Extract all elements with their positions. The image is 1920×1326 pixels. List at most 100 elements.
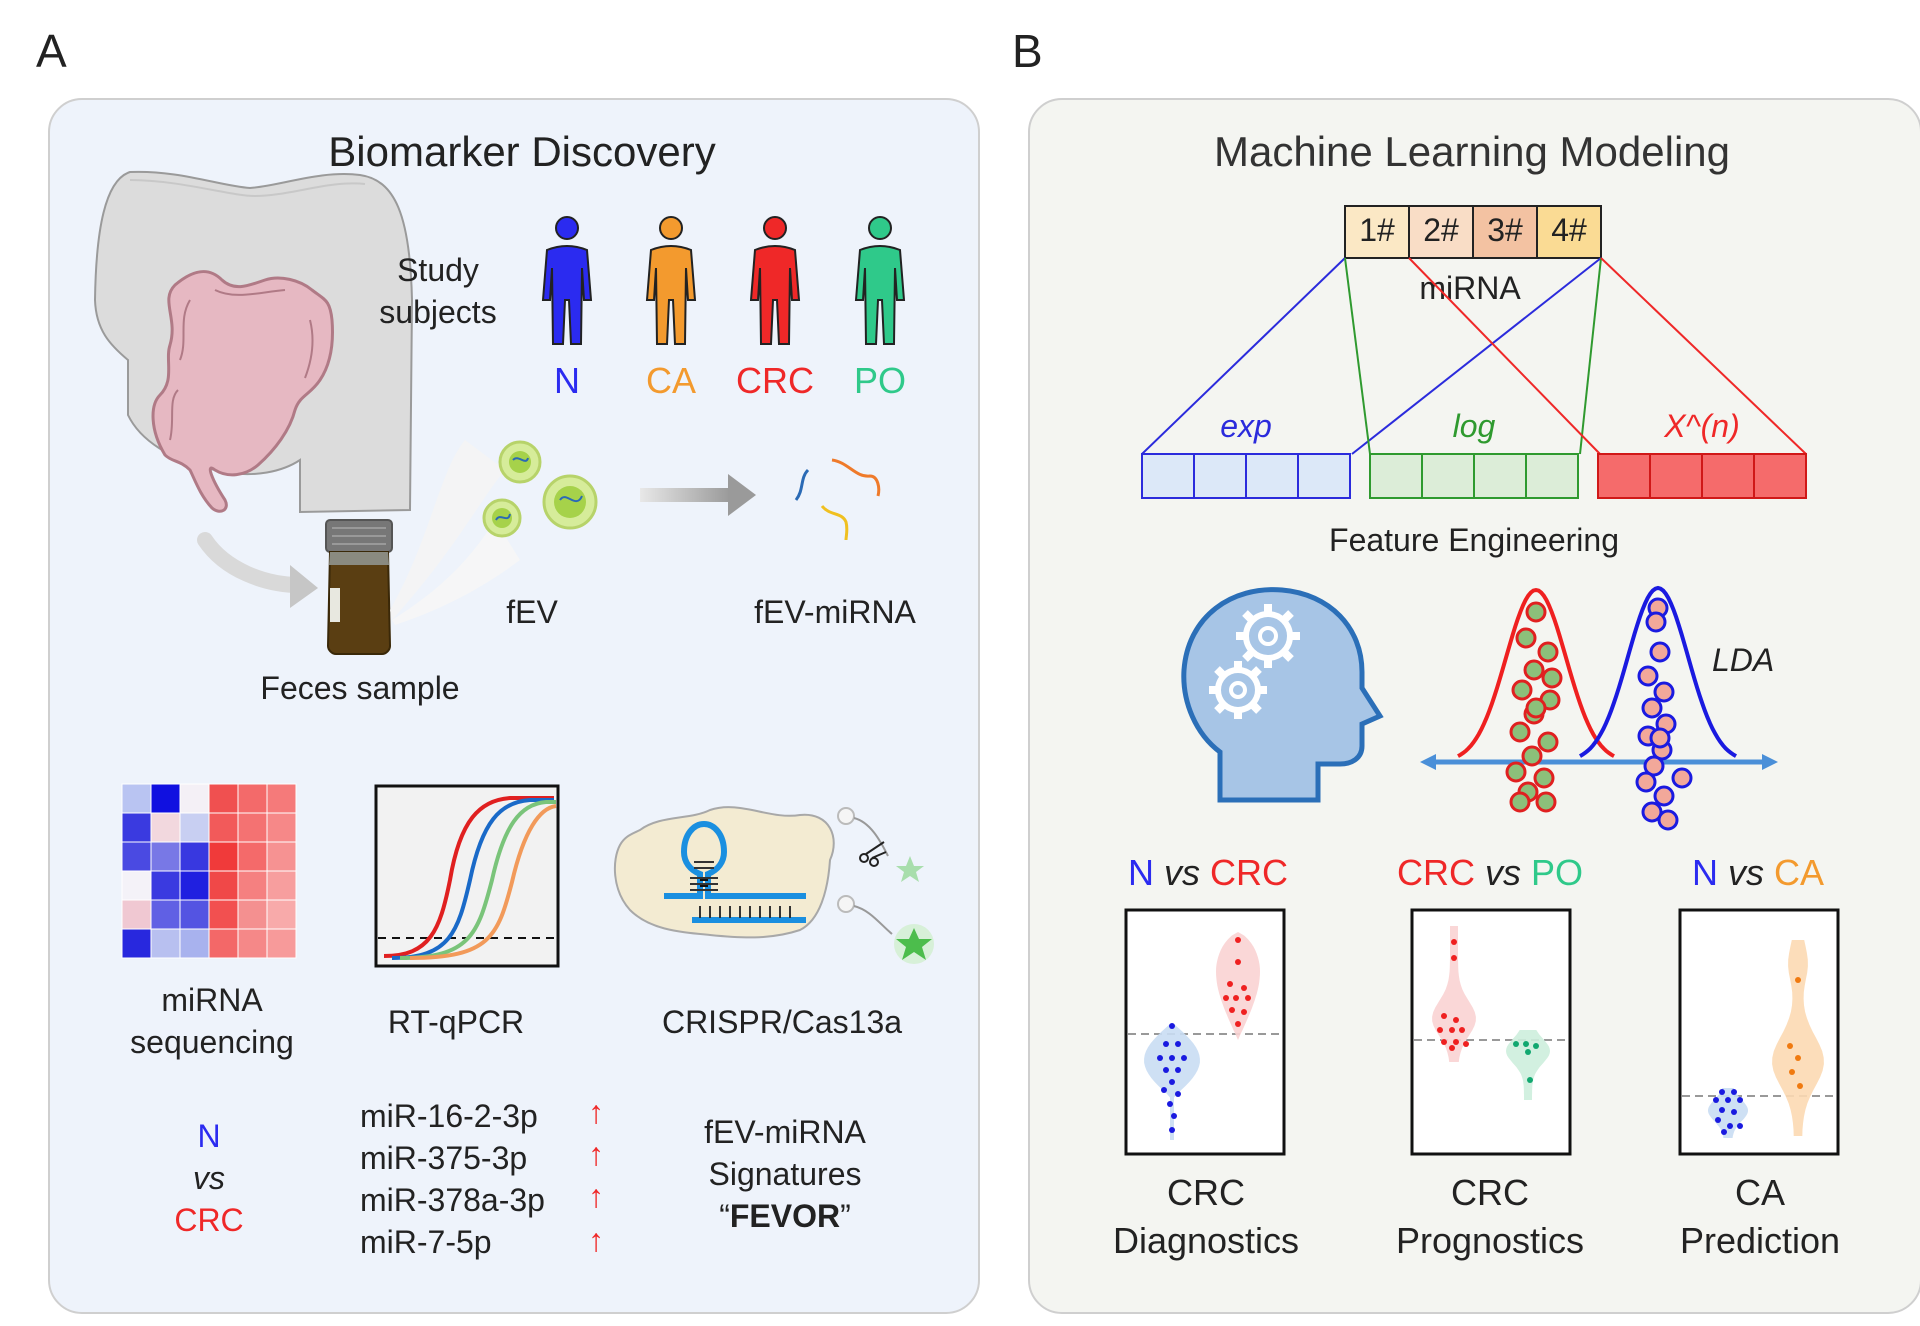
study-subjects-label-line1: Study	[397, 252, 479, 288]
violin-point	[1175, 1091, 1181, 1097]
lda-point	[1509, 721, 1531, 743]
gear-icon	[1236, 604, 1300, 668]
heatmap-cell	[237, 928, 268, 959]
mirna-label: miRNA	[1419, 270, 1521, 306]
violin-point	[1451, 955, 1457, 961]
violin-point	[1795, 1055, 1801, 1061]
method-label-sequencing: sequencing	[130, 1024, 294, 1060]
violin-point	[1241, 985, 1247, 991]
lda-label: LDA	[1712, 642, 1775, 678]
violin-point	[1245, 995, 1251, 1001]
gear-icon	[1209, 661, 1267, 719]
heatmap-cell	[150, 870, 181, 901]
heatmap-cell	[266, 783, 297, 814]
comparison-header-2: CRC vs PO	[1397, 852, 1583, 894]
result-label-2-line2: Prognostics	[1395, 1220, 1585, 1261]
transform-label-power: X^(n)	[1664, 408, 1740, 444]
violin-point	[1797, 1083, 1803, 1089]
method-label-rt-qpcr: RT-qPCR	[387, 1004, 525, 1040]
result-label-3-line1: CA	[1734, 1172, 1786, 1213]
heatmap-cell	[208, 841, 239, 872]
lda-point	[1645, 611, 1667, 633]
comparison-a: N	[1127, 852, 1154, 893]
signature-line1: fEV-miRNA	[704, 1114, 866, 1150]
violin-point	[1157, 1055, 1163, 1061]
heatmap-cell	[150, 899, 181, 930]
transform-label-exp: exp	[1220, 408, 1272, 444]
mirna-box-label: 1#	[1359, 212, 1395, 248]
lda-point	[1537, 731, 1559, 753]
result-label-2-line1: CRC	[1451, 1172, 1529, 1213]
colon-icon	[151, 270, 334, 513]
heatmap-cell	[237, 870, 268, 901]
violin-point	[1167, 1101, 1173, 1107]
group-label-n: N	[554, 360, 580, 401]
lda-point	[1505, 761, 1527, 783]
group-label-crc: CRC	[736, 360, 814, 401]
violin-point	[1719, 1089, 1725, 1095]
result-label-1-line1: CRC	[1167, 1172, 1245, 1213]
violin-point	[1175, 1067, 1181, 1073]
violin-point	[1795, 977, 1801, 983]
comparison-a: N	[1691, 852, 1718, 893]
heatmap-cell	[237, 841, 268, 872]
open-quote: “	[719, 1198, 730, 1234]
vesicle-icon	[542, 474, 598, 530]
violin-point	[1715, 1117, 1721, 1123]
violin-point	[1449, 1045, 1455, 1051]
violin-point	[1161, 1087, 1167, 1093]
heatmap-cell	[208, 783, 239, 814]
violin-point	[1235, 1021, 1241, 1027]
comparison-header-3: N vs CA	[1692, 852, 1824, 894]
violin-point	[1163, 1067, 1169, 1073]
violin-shape	[1432, 926, 1476, 1062]
panel-a-letter: A	[36, 25, 67, 77]
lda-point	[1653, 785, 1675, 807]
violin-point	[1737, 1123, 1743, 1129]
signature-name: “FEVOR”	[719, 1198, 851, 1235]
log-feature-boxes	[1369, 453, 1579, 499]
up-arrow-icon: ↑	[588, 1094, 604, 1130]
power-feature-boxes	[1597, 453, 1807, 499]
lda-point	[1509, 791, 1531, 813]
comparison-b: PO	[1531, 852, 1584, 893]
violin-point	[1163, 1041, 1169, 1047]
heatmap-cell	[266, 812, 297, 843]
violin-point	[1437, 1027, 1443, 1033]
feces-sample-label: Feces sample	[260, 670, 460, 706]
mirna-item: miR-16-2-3p	[360, 1098, 538, 1134]
violin-point	[1525, 1049, 1531, 1055]
person-icon	[854, 216, 906, 345]
lda-point	[1533, 767, 1555, 789]
vesicle-icon	[498, 440, 542, 484]
violin-point	[1441, 1039, 1447, 1045]
violin-point	[1731, 1089, 1737, 1095]
lda-point	[1525, 697, 1547, 719]
axis-arrow-left	[1420, 754, 1436, 770]
lda-point	[1653, 681, 1675, 703]
exp-feature-boxes	[1141, 453, 1351, 499]
lda-point	[1649, 641, 1671, 663]
method-label-crispr: CRISPR/Cas13a	[661, 1004, 903, 1040]
lda-point	[1641, 697, 1663, 719]
comparison-vs: vs	[1727, 852, 1764, 893]
panel-a-title: Biomarker Discovery	[328, 128, 716, 175]
lda-point	[1657, 809, 1679, 831]
heatmap-cell	[121, 899, 152, 930]
lda-point	[1523, 659, 1545, 681]
heatmap-cell	[179, 841, 210, 872]
fevor-label: FEVOR	[729, 1198, 841, 1234]
mirna-strands-icon	[794, 458, 881, 541]
study-subjects-label-line2: subjects	[379, 294, 497, 330]
up-arrow-icon: ↑	[588, 1178, 604, 1214]
lda-red-distribution	[1457, 587, 1615, 758]
comparison-b: CRC	[1210, 852, 1289, 893]
violin-point	[1513, 1041, 1519, 1047]
